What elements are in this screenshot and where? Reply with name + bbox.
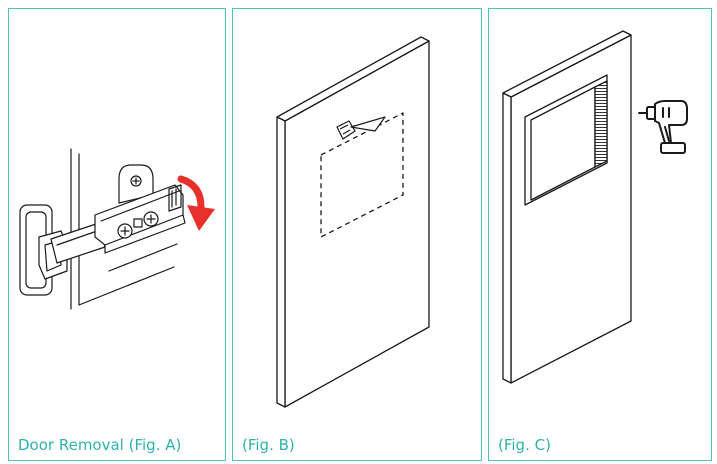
removal-arrow-icon — [177, 175, 215, 231]
hinge-illustration — [19, 148, 215, 310]
handsaw-icon — [336, 116, 386, 140]
figure-b-panel: (Fig. B) — [232, 8, 482, 461]
power-drill-icon — [638, 100, 688, 154]
figure-b-caption: (Fig. B) — [242, 436, 295, 454]
figure-c-caption: (Fig. C) — [498, 436, 551, 454]
door-cutout-illustration — [276, 36, 430, 408]
door-opening-illustration — [502, 30, 688, 384]
figure-a-panel: Door Removal (Fig. A) — [8, 8, 226, 461]
figure-c-panel: (Fig. C) — [488, 8, 712, 461]
figure-a-caption: Door Removal (Fig. A) — [18, 436, 182, 454]
